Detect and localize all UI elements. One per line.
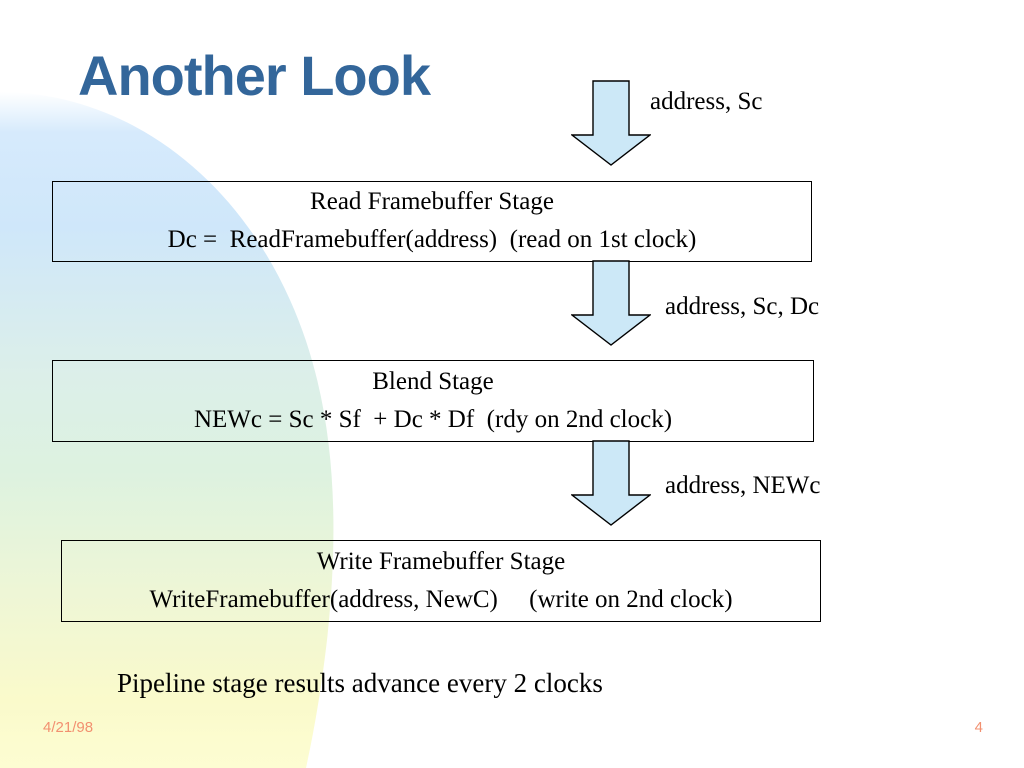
stage-box-blend: Blend Stage NEWc = Sc * Sf + Dc * Df (rd… (52, 360, 814, 442)
arrow-into-blend-icon (571, 260, 651, 346)
arrow-label-address-newc: address, NEWc (665, 472, 821, 499)
stage-title-read-framebuffer: Read Framebuffer Stage (310, 188, 554, 216)
stage-formula-read-framebuffer: Dc = ReadFramebuffer(address) (read on 1… (167, 226, 697, 253)
arrow-into-write-icon (571, 440, 651, 526)
page-title: Another Look (78, 44, 431, 107)
footer-date: 4/21/98 (43, 719, 94, 736)
stage-box-read-framebuffer: Read Framebuffer Stage Dc = ReadFramebuf… (52, 181, 812, 262)
stage-formula-blend: NEWc = Sc * Sf + Dc * Df (rdy on 2nd clo… (193, 405, 673, 433)
footer-page-number: 4 (974, 719, 983, 736)
slide-caption: Pipeline stage results advance every 2 c… (117, 668, 603, 698)
arrow-label-address-sc: address, Sc (650, 88, 763, 115)
arrow-into-read-icon (571, 80, 651, 166)
stage-formula-write-framebuffer: WriteFramebuffer(address, NewC) (write o… (149, 585, 733, 613)
stage-title-write-framebuffer: Write Framebuffer Stage (316, 547, 566, 575)
arrow-label-address-sc-dc: address, Sc, Dc (665, 293, 820, 320)
stage-title-blend: Blend Stage (372, 367, 494, 395)
stage-box-write-framebuffer: Write Framebuffer Stage WriteFramebuffer… (61, 540, 821, 622)
